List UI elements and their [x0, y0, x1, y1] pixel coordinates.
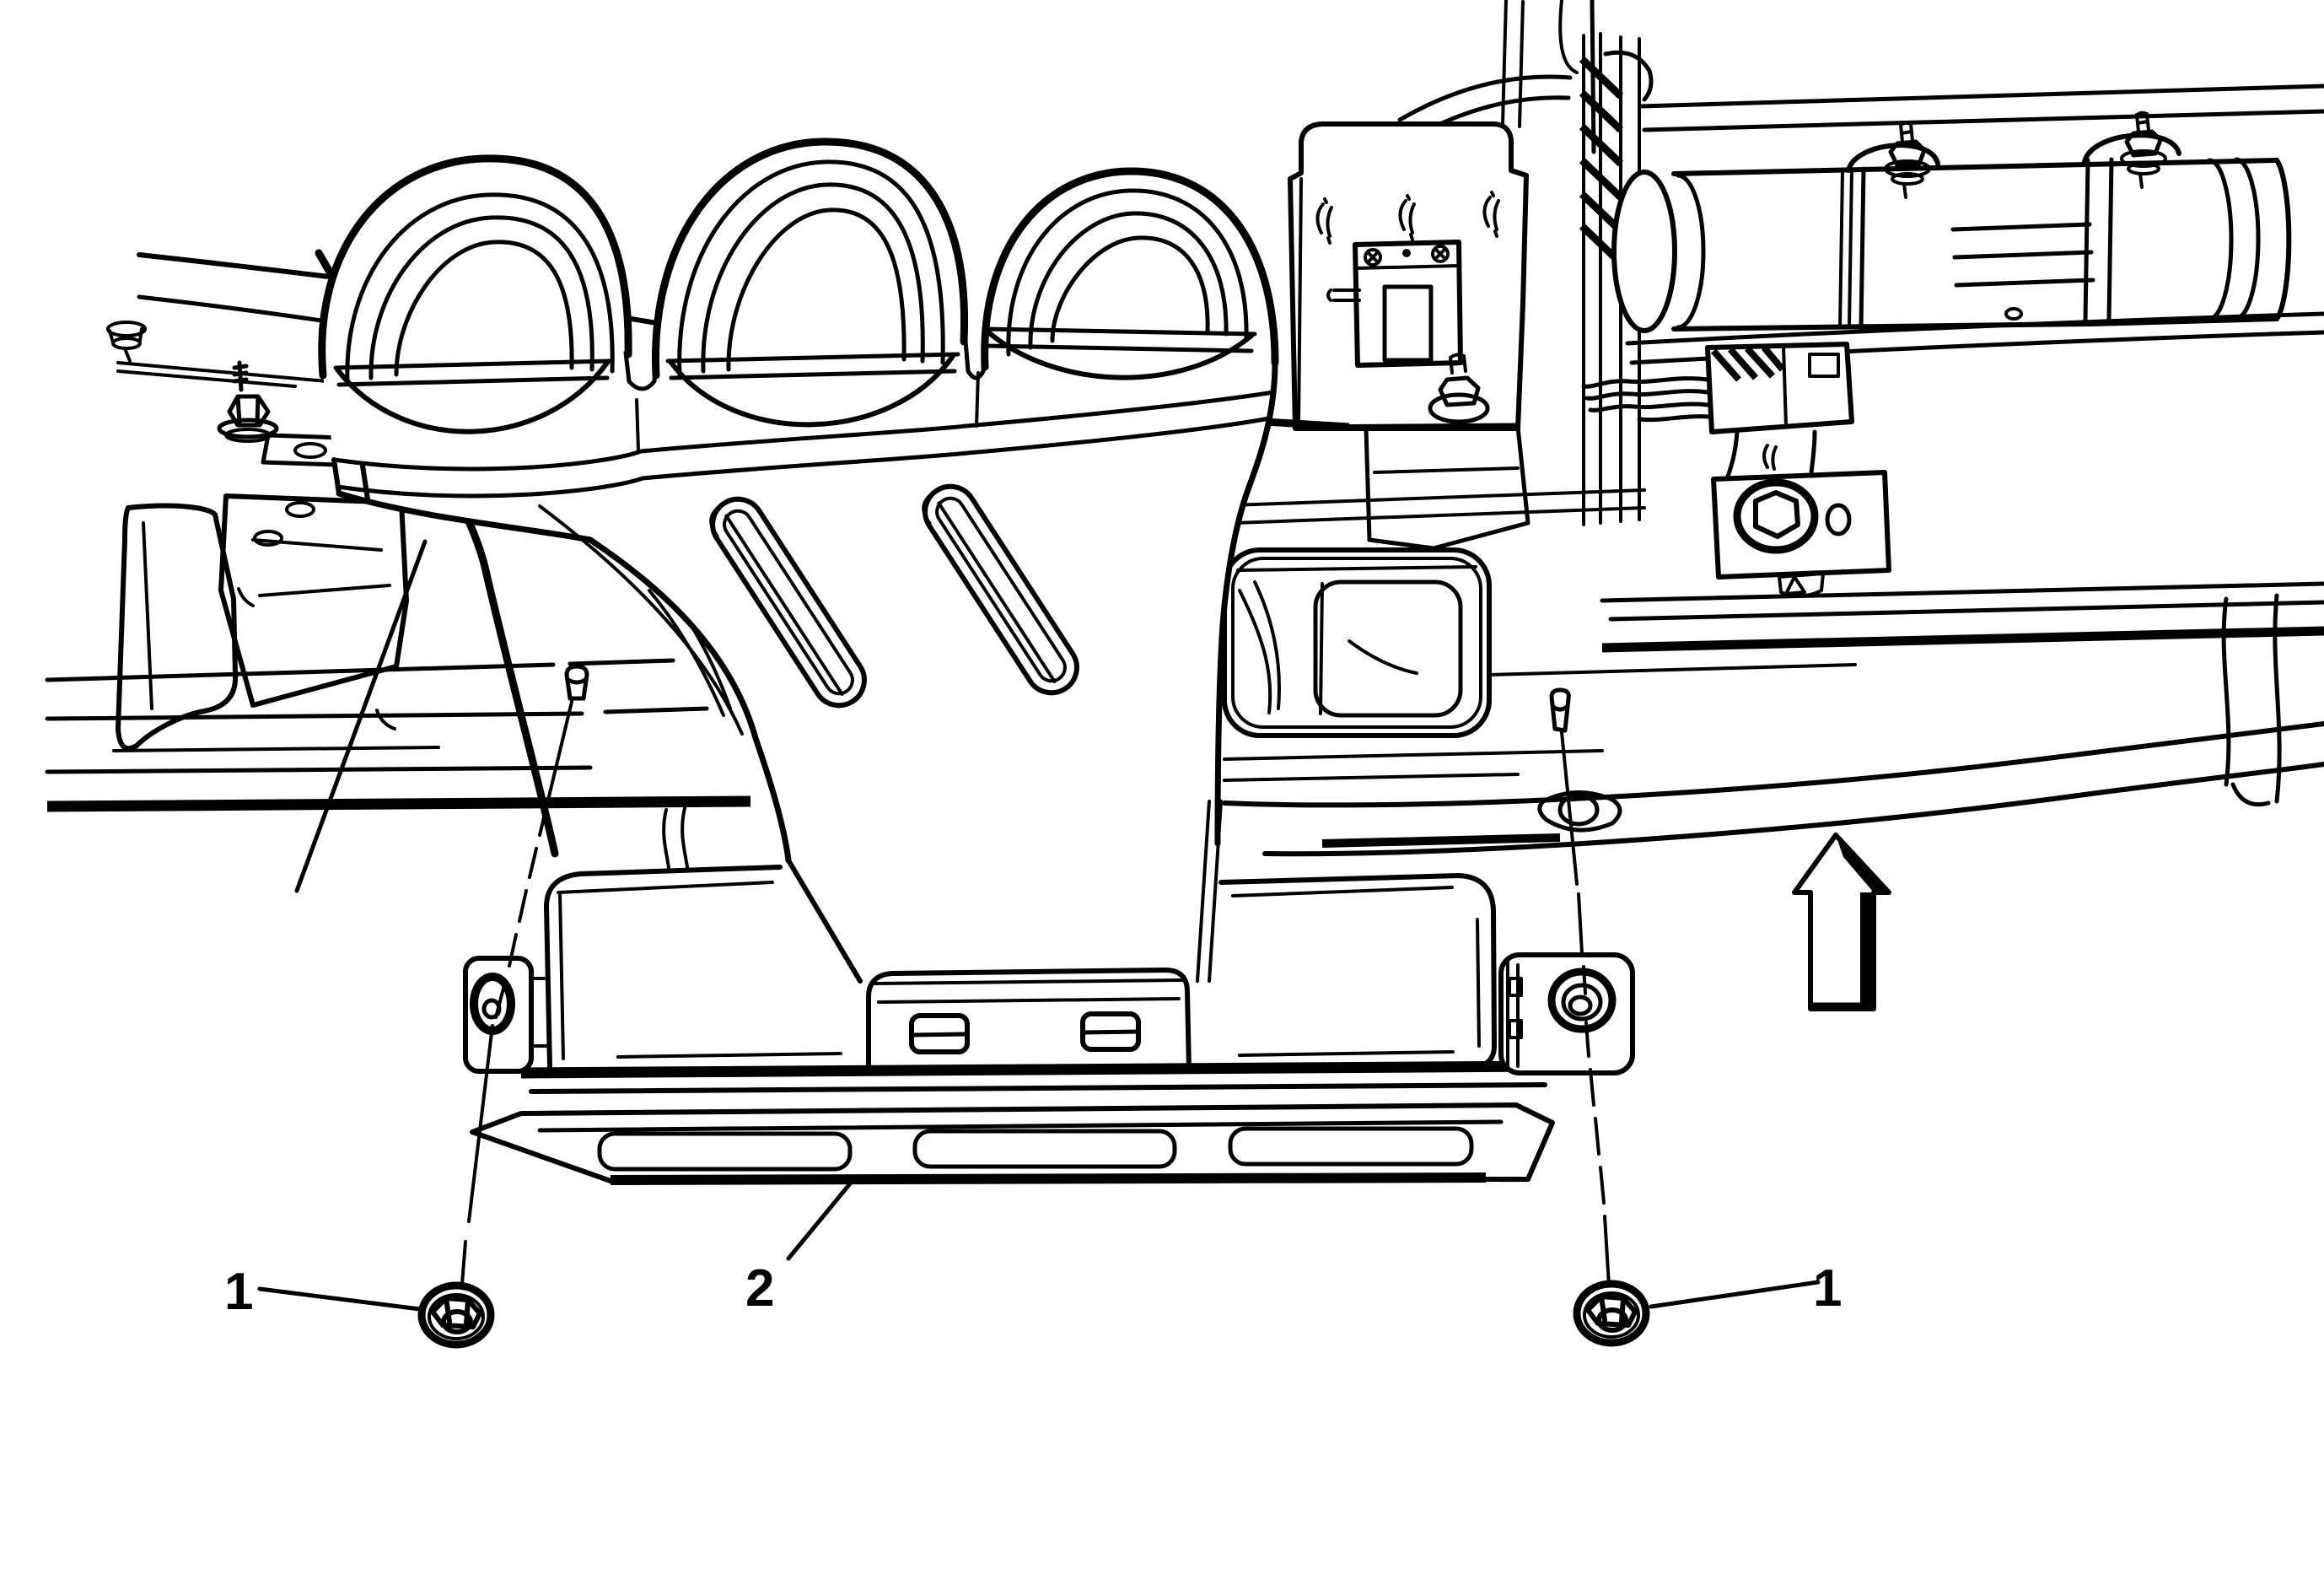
callout-label-1-left: 1	[224, 1263, 253, 1321]
right-edge-flanges	[2221, 593, 2282, 807]
duct-slot-right	[922, 483, 1079, 696]
pin	[1326, 288, 1361, 302]
tick-mark	[375, 709, 396, 730]
horn-1	[318, 154, 632, 380]
right-stud	[1549, 687, 1571, 733]
motor-strap-bolt	[1846, 121, 1940, 199]
right-mounting-nut	[1573, 1280, 1650, 1347]
motor-ribs	[1950, 222, 2095, 288]
push-pin-fastener	[106, 321, 147, 363]
right-dash-structure	[1186, 0, 2324, 857]
left-stud	[564, 664, 589, 701]
lower-dash-beams-left	[45, 658, 751, 812]
right-stud-axis	[1560, 730, 1611, 1287]
callout-leader-1-left	[257, 1286, 422, 1312]
stud-nut-cone	[217, 360, 279, 443]
grommet-bolt-bracket	[1711, 470, 1891, 598]
callout-label-1-right: 1	[1813, 1259, 1842, 1318]
horn-2	[652, 137, 969, 380]
dash-duct-opening	[1186, 488, 1646, 782]
wires	[1581, 376, 1712, 423]
lower-sill	[1222, 721, 2324, 857]
linkage-arm	[116, 361, 329, 388]
funnel-right-edge	[1214, 359, 1278, 847]
left-pocket	[544, 865, 783, 1070]
duct-bottom-band	[520, 1060, 1551, 1079]
up-direction-arrow-icon	[1792, 833, 1891, 1011]
center-bracket	[866, 968, 1192, 1072]
lower-rails	[1600, 581, 2324, 622]
air-outlet-duct	[318, 137, 1635, 1185]
callout-label-2: 2	[745, 1259, 774, 1318]
hatched-pillar	[1558, 0, 1654, 526]
blower-motor	[1611, 111, 2292, 333]
duct-outlet-tray	[470, 1102, 1555, 1185]
left-mount-tab	[463, 956, 548, 1074]
callout-leader-2	[786, 1175, 858, 1261]
diagonal-strut	[294, 539, 428, 893]
hook-bracket	[116, 503, 239, 752]
electrical-connector	[1581, 342, 1854, 482]
left-mounting-nut	[417, 1281, 495, 1349]
left-stud-axis	[460, 664, 589, 1286]
callouts: 1 2 1	[224, 1175, 1842, 1321]
mounting-panel	[1264, 121, 1529, 431]
shoulder-fold	[331, 390, 1276, 472]
duct-silhouette	[321, 141, 1552, 1181]
tick-mark	[237, 587, 255, 607]
horn-3	[981, 167, 1279, 371]
funnel-left-edge	[336, 490, 792, 864]
duct-slot-left	[709, 496, 867, 709]
motor-strap-bolt	[2082, 111, 2181, 189]
callout-leader-1-right	[1649, 1280, 1821, 1309]
right-mount-tab	[1498, 952, 1635, 1075]
lower-box-bracket	[1364, 353, 1531, 551]
upper-rails	[1638, 84, 2324, 132]
screw-marks	[1315, 191, 1500, 245]
